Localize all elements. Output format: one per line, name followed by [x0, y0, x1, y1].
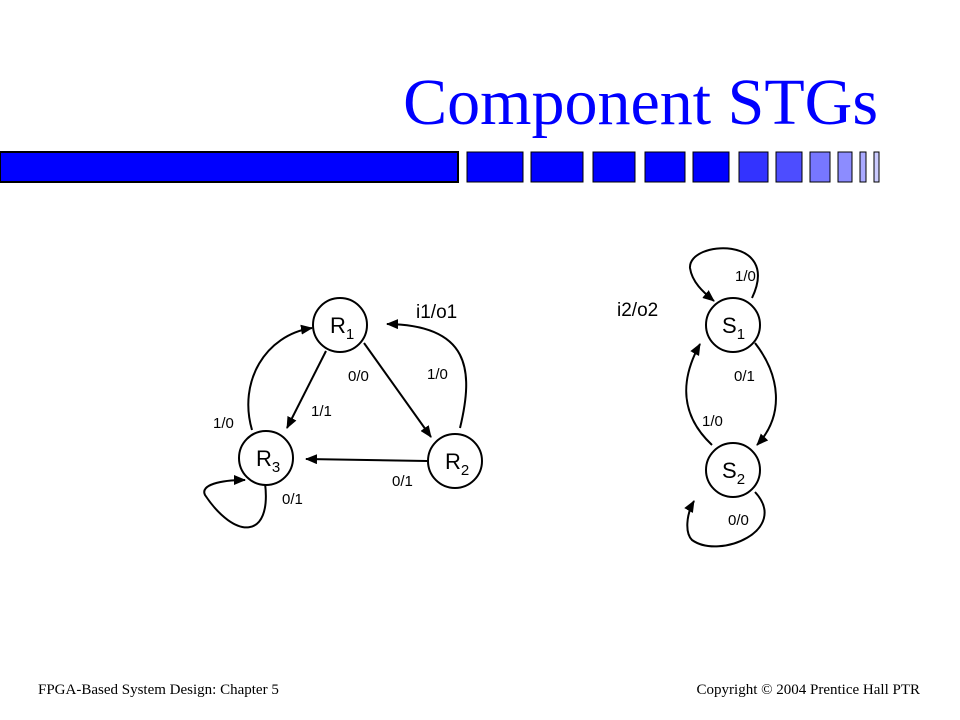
edge-label-r3-r1: 1/0: [213, 415, 234, 432]
edge-r1-r2: [363, 342, 432, 438]
svg-text:R1: R1: [330, 313, 354, 343]
edge-r2-r3: [305, 454, 428, 465]
title-banner: [0, 151, 880, 183]
edge-label-r1-r2: 0/0: [348, 368, 369, 385]
edge-s1-self: [688, 247, 759, 302]
edge-r3-self: [203, 475, 267, 529]
edge-label-r2-r3: 0/1: [392, 473, 413, 490]
svg-text:S1: S1: [722, 313, 745, 343]
footer-chapter: FPGA-Based System Design: Chapter 5: [38, 682, 279, 698]
edge-label-r1-r3: 1/1: [311, 403, 332, 420]
edge-s1-s2: [754, 342, 777, 446]
edge-label-r2-r1: 1/0: [427, 366, 448, 383]
edge-label-s2-s1: 1/0: [702, 413, 723, 430]
node-s2: S2: [705, 442, 761, 498]
edge-label-s2-self: 0/0: [728, 512, 749, 529]
edge-label-s1-self: 1/0: [735, 268, 756, 285]
node-r3: R3: [238, 430, 294, 486]
node-s1: S1: [705, 297, 761, 353]
diagram-1-label: i1/o1: [416, 302, 457, 323]
edge-s2-s1: [685, 343, 713, 446]
edge-r2-r1: [386, 319, 468, 429]
node-r1: R1: [312, 297, 368, 353]
svg-text:S2: S2: [722, 458, 745, 488]
edge-r1-r3: [286, 350, 327, 429]
svg-text:R3: R3: [256, 446, 280, 476]
stg-diagram-1: i1/o1 0/0 1/0 1/1 1/0 0/1 0/1 R1 R2 R3: [203, 297, 483, 529]
diagram-2-label: i2/o2: [617, 300, 658, 321]
edge-r3-r1: [247, 324, 313, 431]
edge-label-s1-s2: 0/1: [734, 368, 755, 385]
slide-title: Component STGs: [403, 66, 878, 139]
edge-s2-self: [684, 491, 766, 548]
stg-diagram-2: i2/o2 1/0 0/1 1/0 0/0 S1 S2: [617, 247, 777, 548]
edge-label-r3-self: 0/1: [282, 491, 303, 508]
svg-text:R2: R2: [445, 449, 469, 479]
footer-copyright: Copyright © 2004 Prentice Hall PTR: [696, 682, 920, 698]
node-r2: R2: [427, 433, 483, 489]
